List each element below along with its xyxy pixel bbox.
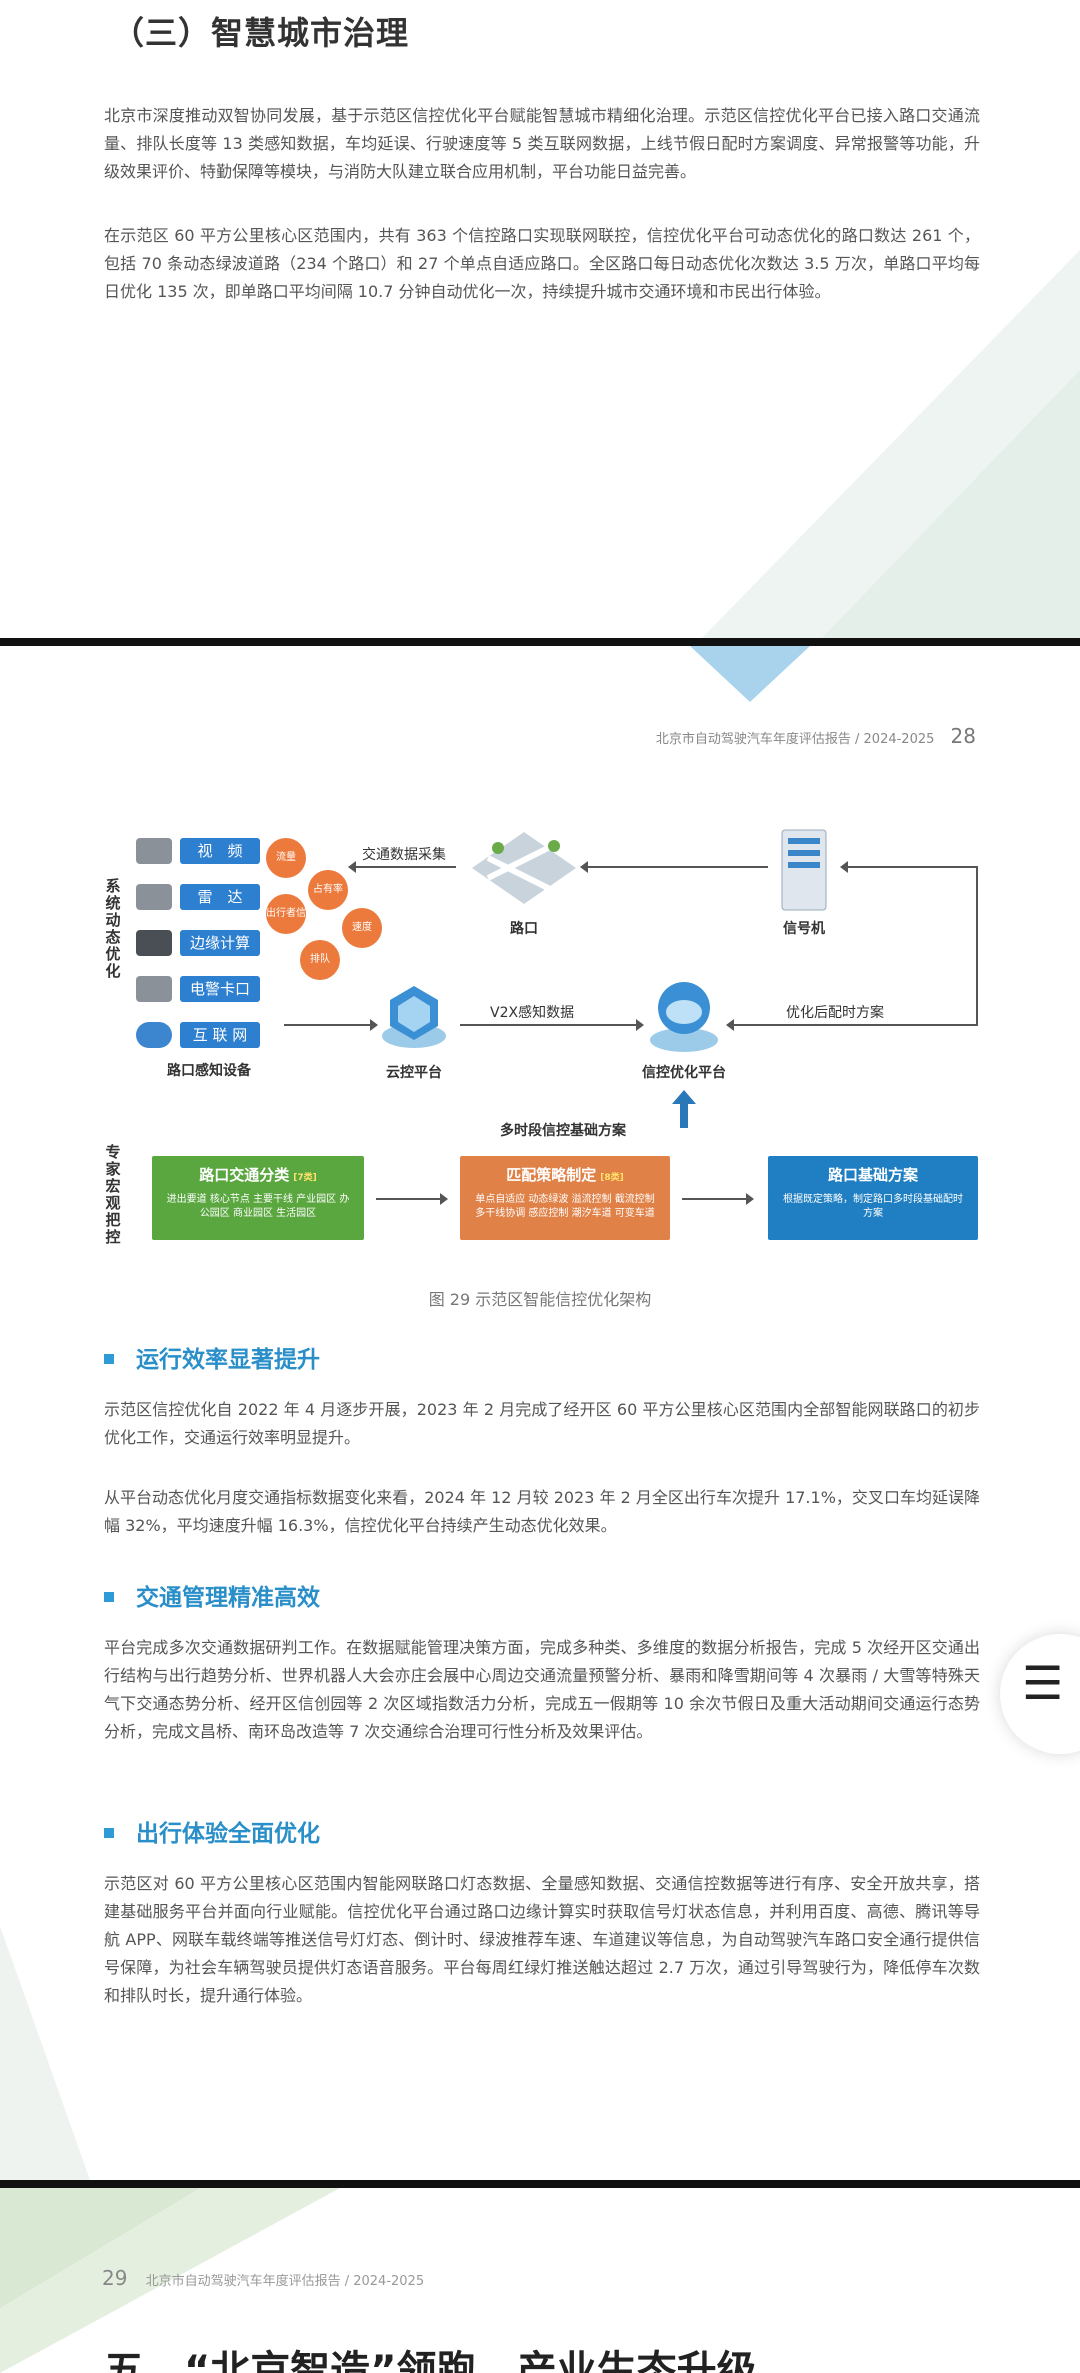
section-title: 交通管理精准高效 xyxy=(136,1585,320,1611)
bubble-flow: 流量 xyxy=(266,838,306,878)
device-video: 视 频 xyxy=(180,838,260,864)
page-28-top: （三）智慧城市治理 北京市深度推动双智协同发展，基于示范区信控优化平台赋能智慧城… xyxy=(0,0,1080,638)
internet-globe-icon xyxy=(136,1022,172,1048)
box-subtext: 根据既定策略，制定路口多时段基础配时方案 xyxy=(783,1194,963,1219)
box-tag: [7类] xyxy=(293,1173,317,1183)
arrow-cloud-to-platform xyxy=(460,1019,644,1031)
paragraph: 从平台动态优化月度交通指标数据变化来看，2024 年 12 月较 2023 年 … xyxy=(104,1488,980,1535)
left-label-expert: 专家宏观把控 xyxy=(105,1143,121,1246)
section-bullet xyxy=(104,1592,114,1602)
decorative-left-shape xyxy=(0,1926,90,2180)
bubble-queue: 排队 xyxy=(300,940,340,980)
paragraph: 在示范区 60 平方公里核心区范围内，共有 363 个信控路口实现联网联控，信控… xyxy=(104,226,980,301)
device-radar: 雷 达 xyxy=(180,884,260,910)
cloud-platform-icon xyxy=(382,986,446,1048)
arrow-into-signal xyxy=(840,861,978,873)
box-basic-plan: 路口基础方案 根据既定策略，制定路口多时段基础配时方案 xyxy=(768,1156,978,1240)
signal-machine-label: 信号机 xyxy=(783,921,825,937)
basic-plan-label: 多时段信控基础方案 xyxy=(500,1123,626,1139)
decorative-background-shape xyxy=(0,2188,340,2373)
paragraph: 平台完成多次交通数据研判工作。在数据赋能管理决策方面，完成多种类、多维度的数据分… xyxy=(104,1638,980,1741)
page-header: 29 北京市自动驾驶汽车年度评估报告 / 2024-2025 xyxy=(102,2266,424,2290)
signal-platform-label: 信控优化平台 xyxy=(642,1065,726,1081)
arrow-optimized-plan xyxy=(726,1019,978,1031)
paragraph: 北京市深度推动双智协同发展，基于示范区信控优化平台赋能智慧城市精细化治理。示范区… xyxy=(104,106,980,181)
box-strategy-matching: 匹配策略制定[8类] 单点自适应 动态绿波 溢流控制 截流控制 多干线协调 感应… xyxy=(460,1156,670,1240)
intersection-icon xyxy=(472,832,576,904)
box-subtext: 单点自适应 动态绿波 溢流控制 截流控制 多干线协调 感应控制 潮汐车道 可变车… xyxy=(475,1194,655,1219)
page-number: 29 xyxy=(102,2266,128,2290)
bubble-traveler-info: 出行者信息 xyxy=(266,894,306,959)
decorative-top-triangle xyxy=(690,646,810,702)
box-tag: [8类] xyxy=(600,1173,624,1183)
v2x-label: V2X感知数据 xyxy=(490,1005,575,1021)
cloud-platform-label: 云控平台 xyxy=(386,1065,442,1081)
signal-control-architecture-diagram: 系统动态优化 专家宏观把控 视 频 雷 达 边缘计算 电警卡口 互 联 网 路口… xyxy=(104,826,980,1266)
box-title: 路口交通分类 xyxy=(199,1166,290,1184)
section-title: 出行体验全面优化 xyxy=(136,1821,320,1847)
signal-machine-icon xyxy=(781,829,827,911)
figure-caption: 图 29 示范区智能信控优化架构 xyxy=(428,1290,652,1309)
decorative-background-shape xyxy=(701,250,1080,638)
page-28: 北京市自动驾驶汽车年度评估报告 / 2024-2025 28 系统动态优化 专家… xyxy=(0,646,1080,2180)
page-divider xyxy=(0,2180,1080,2188)
box-title: 路口基础方案 xyxy=(827,1166,918,1184)
device-internet: 互 联 网 xyxy=(180,1022,260,1048)
box-subtext: 进出要道 核心节点 主要干线 产业园区 办公园区 商业园区 生活园区 xyxy=(166,1194,350,1219)
floating-menu-button[interactable]: ☰ xyxy=(1000,1634,1080,1754)
left-label-system: 系统动态优化 xyxy=(105,877,121,980)
paragraph: 示范区对 60 平方公里核心区范围内智能网联路口灯态数据、全量感知数据、交通信控… xyxy=(104,1874,980,2005)
edge-computing-icon xyxy=(136,930,172,956)
camera-icon xyxy=(136,838,172,864)
intersection-label: 路口 xyxy=(510,921,538,937)
connector-vertical xyxy=(976,866,978,1026)
paragraph: 示范区信控优化自 2022 年 4 月逐步开展，2023 年 2 月完成了经开区… xyxy=(104,1400,980,1447)
page-divider xyxy=(0,638,1080,646)
page-number: 28 xyxy=(950,724,976,748)
radar-icon xyxy=(136,884,172,910)
page-header: 北京市自动驾驶汽车年度评估报告 / 2024-2025 28 xyxy=(656,724,976,748)
arrow-collect xyxy=(348,861,456,873)
chapter-title: 五、“北京智造”领跑，产业生态升级 xyxy=(104,2348,757,2373)
bubble-occupancy: 占有率 xyxy=(308,870,348,910)
report-title: 北京市自动驾驶汽车年度评估报告 / 2024-2025 xyxy=(655,732,935,747)
arrow-devices-to-cloud xyxy=(284,1019,378,1031)
page-29-top: 29 北京市自动驾驶汽车年度评估报告 / 2024-2025 五、“北京智造”领… xyxy=(0,2188,1080,2373)
device-traffic-camera: 电警卡口 xyxy=(180,976,260,1002)
device-edge-computing: 边缘计算 xyxy=(180,930,260,956)
traffic-camera-icon xyxy=(136,976,172,1002)
optimized-plan-label: 优化后配时方案 xyxy=(786,1005,884,1021)
hamburger-menu-icon: ☰ xyxy=(1022,1656,1064,1710)
device-group-label: 路口感知设备 xyxy=(167,1063,251,1079)
section-bullet xyxy=(104,1828,114,1838)
section-bullet xyxy=(104,1354,114,1364)
section-heading: （三）智慧城市治理 xyxy=(112,14,410,52)
signal-platform-icon xyxy=(650,982,718,1052)
arrow-box1-to-box2 xyxy=(376,1193,448,1205)
bubble-speed: 速度 xyxy=(342,908,382,948)
box-intersection-classification: 路口交通分类[7类] 进出要道 核心节点 主要干线 产业园区 办公园区 商业园区… xyxy=(152,1156,364,1240)
up-arrow-icon xyxy=(672,1090,696,1128)
arrow-box2-to-box3 xyxy=(682,1193,754,1205)
collect-label: 交通数据采集 xyxy=(362,847,446,863)
arrow-signal-to-intersection xyxy=(580,861,768,873)
section-title: 运行效率显著提升 xyxy=(136,1347,320,1373)
box-title: 匹配策略制定 xyxy=(506,1166,597,1184)
report-title: 北京市自动驾驶汽车年度评估报告 / 2024-2025 xyxy=(145,2274,425,2289)
